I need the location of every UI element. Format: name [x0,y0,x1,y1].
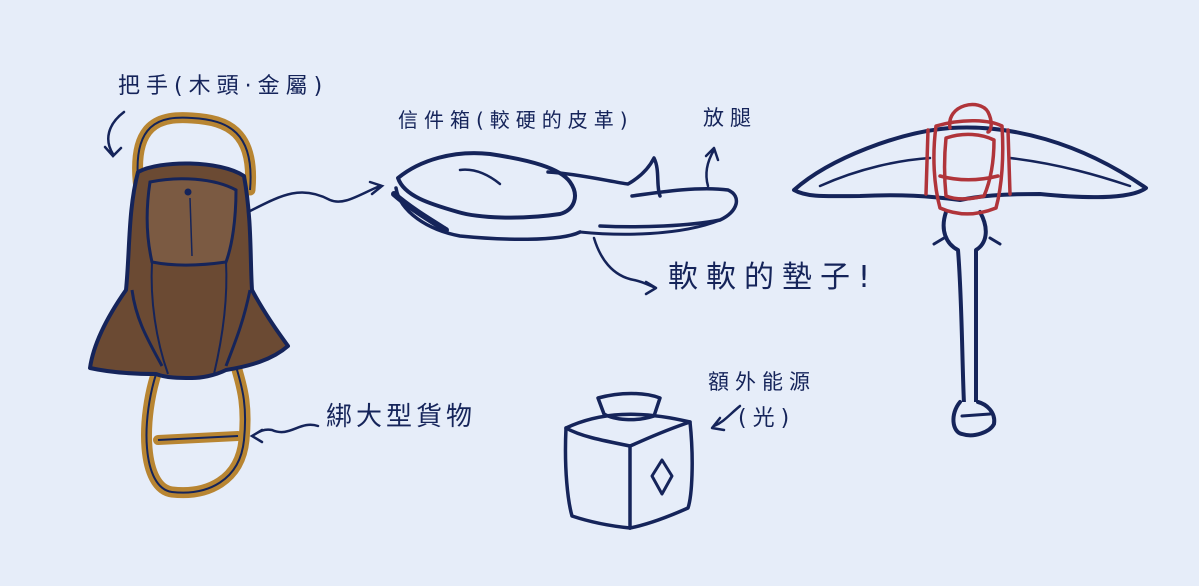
label-light: (光) [738,406,796,431]
label-handle: 把手(木頭·金屬) [118,74,329,99]
energy-box-drawing [563,391,742,530]
front-pocket [145,177,238,267]
label-cushion: 軟軟的墊子! [668,260,879,295]
arrow-handle [103,110,126,158]
arrow-to-mailbox [246,180,385,214]
label-mailbox: 信件箱(較硬的皮革) [398,108,634,132]
seat-side-drawing [391,146,739,296]
label-tie-cargo: 綁大型貨物 [326,402,477,432]
diamond-icon [650,458,674,496]
arrow-tie-cargo [249,423,320,444]
pocket-button [184,188,192,196]
label-legs: 放腿 [703,106,757,130]
backpack-seat-drawing [88,112,290,499]
hanger-drawing [792,102,1148,438]
red-backpack [924,102,1012,216]
label-extra-energy: 額外能源 [708,370,816,394]
